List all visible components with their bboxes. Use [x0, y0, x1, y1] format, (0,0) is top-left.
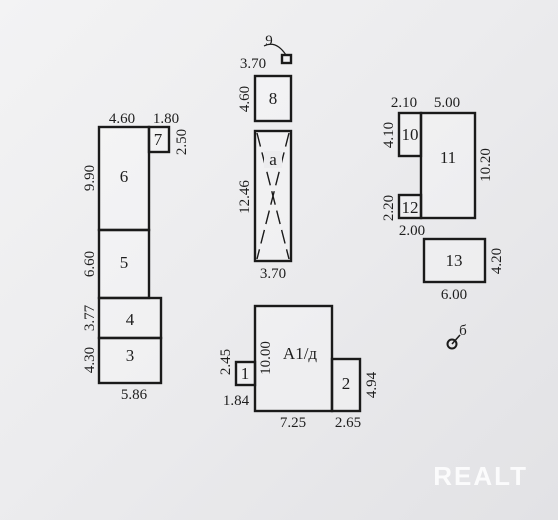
room-4	[97, 296, 163, 340]
room-3	[97, 336, 163, 385]
dim-width-10: 2.10	[391, 95, 417, 111]
well-label: б	[459, 323, 467, 339]
room-11-label: 11	[440, 148, 456, 167]
dim-height-3: 4.30	[82, 347, 98, 373]
room-9	[280, 53, 293, 65]
dim-height-6: 9.90	[82, 165, 98, 191]
plot-b: 9 3.70 8 4.60 а 12.46 3.70	[237, 33, 293, 282]
plot-d: 2.45 1 1.84 10.00 А1/д 2 4.94 7.25 2.65	[218, 304, 380, 431]
room-8	[253, 74, 293, 123]
dim-height-a: 12.46	[237, 180, 253, 214]
dim-height-13: 4.20	[489, 248, 505, 274]
dim-width-11: 5.00	[434, 95, 460, 111]
room-6	[97, 125, 151, 232]
dim-height-5: 6.60	[82, 251, 98, 277]
plot-c: 2.10 5.00 4.10 10 11 10.20 2.20 12 2.00 …	[381, 95, 505, 303]
dim-width-house: 7.25	[280, 415, 306, 431]
dim-height-1: 2.45	[218, 349, 234, 375]
room-13	[422, 237, 487, 284]
room-3-label: 3	[126, 346, 135, 365]
building-a-label-bg	[264, 151, 282, 168]
dim-height-10: 4.10	[381, 122, 397, 148]
room-6-label: 6	[120, 167, 129, 186]
dim-width-7: 1.80	[153, 111, 179, 127]
house-a1-label: А1/д	[283, 344, 318, 363]
dim-height-11: 10.20	[478, 148, 494, 182]
room-2	[330, 357, 362, 413]
building-a-cross-2	[256, 132, 290, 260]
room-12	[397, 193, 423, 220]
well-leader	[451, 334, 461, 345]
dim-room-9: 3.70	[240, 56, 266, 72]
room-12-label: 12	[402, 198, 419, 217]
dim-height-2: 4.94	[364, 371, 380, 398]
room-1	[234, 360, 257, 387]
room-11	[419, 111, 477, 220]
dim-height-4: 3.77	[82, 304, 98, 331]
well-circle	[446, 338, 458, 350]
dim-height-12: 2.20	[381, 195, 397, 221]
dim-bottom-width: 5.86	[121, 387, 148, 403]
dim-width-6: 4.60	[109, 111, 135, 127]
room-5	[97, 228, 151, 300]
room-9-leader	[263, 43, 287, 56]
plot-a: 7 6 5 4 3 4.60 1.80 2.50 9.90 6.60 3.77 …	[82, 111, 190, 403]
watermark-logo: REALT	[433, 461, 528, 491]
room-13-label: 13	[446, 251, 463, 270]
dim-width-13: 6.00	[441, 287, 467, 303]
building-a-label: а	[269, 150, 277, 169]
well-marker: б	[446, 323, 467, 350]
room-1-label: 1	[241, 364, 250, 383]
room-8-label: 8	[269, 89, 278, 108]
room-7	[147, 125, 171, 154]
dim-width-a: 3.70	[260, 266, 286, 282]
dim-height-7: 2.50	[174, 129, 190, 155]
dim-width-12: 2.00	[399, 223, 425, 239]
room-7-label: 7	[154, 130, 163, 149]
dim-width-2: 2.65	[335, 415, 361, 431]
dim-width-1: 1.84	[223, 393, 250, 409]
dim-height-house: 10.00	[258, 341, 274, 375]
house-a1	[253, 304, 334, 413]
room-10-label: 10	[402, 125, 419, 144]
room-4-label: 4	[126, 310, 135, 329]
room-9-label: 9	[265, 33, 273, 49]
room-2-label: 2	[342, 374, 351, 393]
room-5-label: 5	[120, 253, 129, 272]
dim-height-8: 4.60	[237, 86, 253, 112]
